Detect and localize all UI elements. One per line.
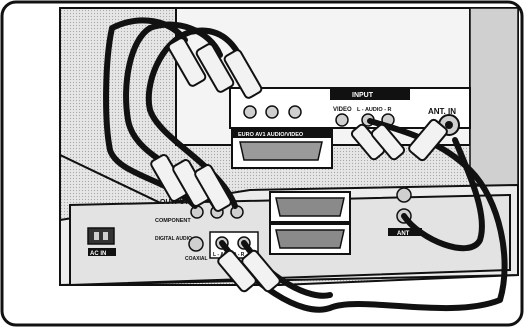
rec-rf-jack bbox=[397, 188, 411, 202]
tv-component-jack bbox=[266, 106, 278, 118]
tv-component-jack bbox=[244, 106, 256, 118]
rec-ant-label: ANT bbox=[397, 231, 410, 237]
tv-input-label: INPUT bbox=[352, 92, 374, 99]
rec-scart-connector bbox=[276, 230, 344, 248]
coaxial-jack bbox=[189, 237, 203, 251]
tv-video-jack bbox=[336, 114, 348, 126]
coaxial-label: COAXIAL bbox=[185, 256, 208, 262]
rec-scart-connector bbox=[276, 198, 344, 216]
tv-component-jack bbox=[289, 106, 301, 118]
tv-scart-connector bbox=[240, 142, 322, 160]
ac-in-socket bbox=[88, 228, 114, 244]
tv-audio-label: L - AUDIO - R bbox=[357, 107, 392, 113]
tv-video-label: VIDEO bbox=[333, 107, 352, 113]
component-label: COMPONENT bbox=[155, 218, 191, 224]
tv-scart-label: EURO AV1 AUDIO/VIDEO bbox=[238, 132, 304, 138]
digital-audio-label: DIGITAL AUDIO bbox=[155, 236, 192, 242]
ac-in-label: AC IN bbox=[90, 251, 106, 257]
